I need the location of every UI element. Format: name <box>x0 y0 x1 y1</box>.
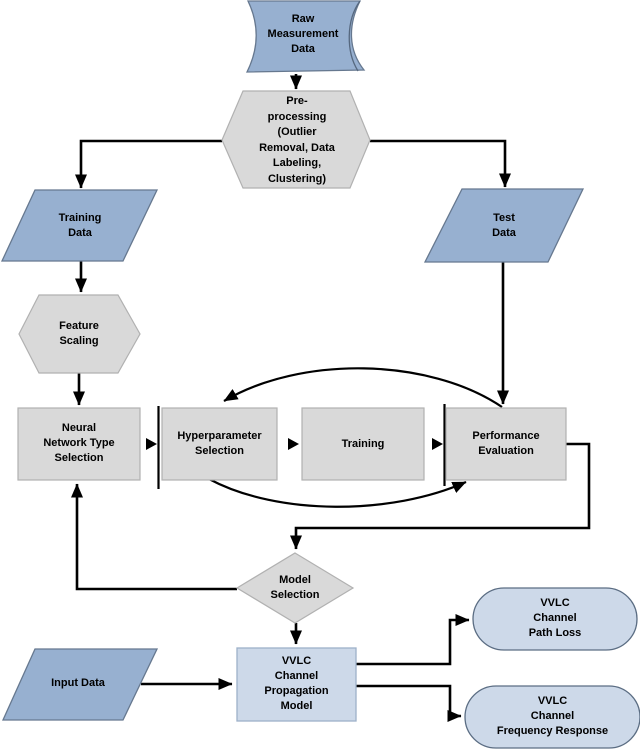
node-neural-network-type-selection <box>17 407 141 481</box>
node-hyperparameter-selection <box>161 407 278 481</box>
node-training <box>301 407 425 481</box>
raw-data-inner-cap-line <box>348 0 361 72</box>
arrow-preprocessing-to-training-data <box>75 139 222 189</box>
label-training: Training <box>341 438 385 450</box>
node-vvlc-channel-propagation-model <box>236 647 357 722</box>
arrow-training-to-performance <box>432 438 443 450</box>
arrow-neural-to-hyperparameter <box>146 438 157 450</box>
arrow-hyperparameter-to-performance-loop <box>208 478 467 508</box>
arrow-hyperparameter-to-training <box>288 438 299 450</box>
node-feature-scaling <box>18 294 141 374</box>
node-performance-evaluation <box>445 407 567 481</box>
node-vvlc-channel-frequency-response <box>464 685 640 749</box>
arrow-vvlc-model-to-frequency-response <box>356 684 462 722</box>
arrow-vvlc-model-to-path-loss <box>356 614 470 666</box>
node-training-data <box>0 189 159 262</box>
arrow-preprocessing-to-test-data <box>370 139 511 188</box>
arrow-performance-to-hyperparameter-feedback <box>223 367 503 408</box>
node-model-selection <box>235 552 355 624</box>
node-raw-measurement-data <box>245 0 366 73</box>
node-preprocessing <box>221 90 371 189</box>
node-vvlc-channel-path-loss <box>472 587 638 651</box>
node-input-data <box>1 648 159 721</box>
arrow-performance-to-model-selection <box>290 442 591 550</box>
label-input-data: Input Data <box>51 677 105 689</box>
node-test-data <box>423 188 585 263</box>
arrow-model-selection-to-neural-feedback <box>71 483 237 591</box>
